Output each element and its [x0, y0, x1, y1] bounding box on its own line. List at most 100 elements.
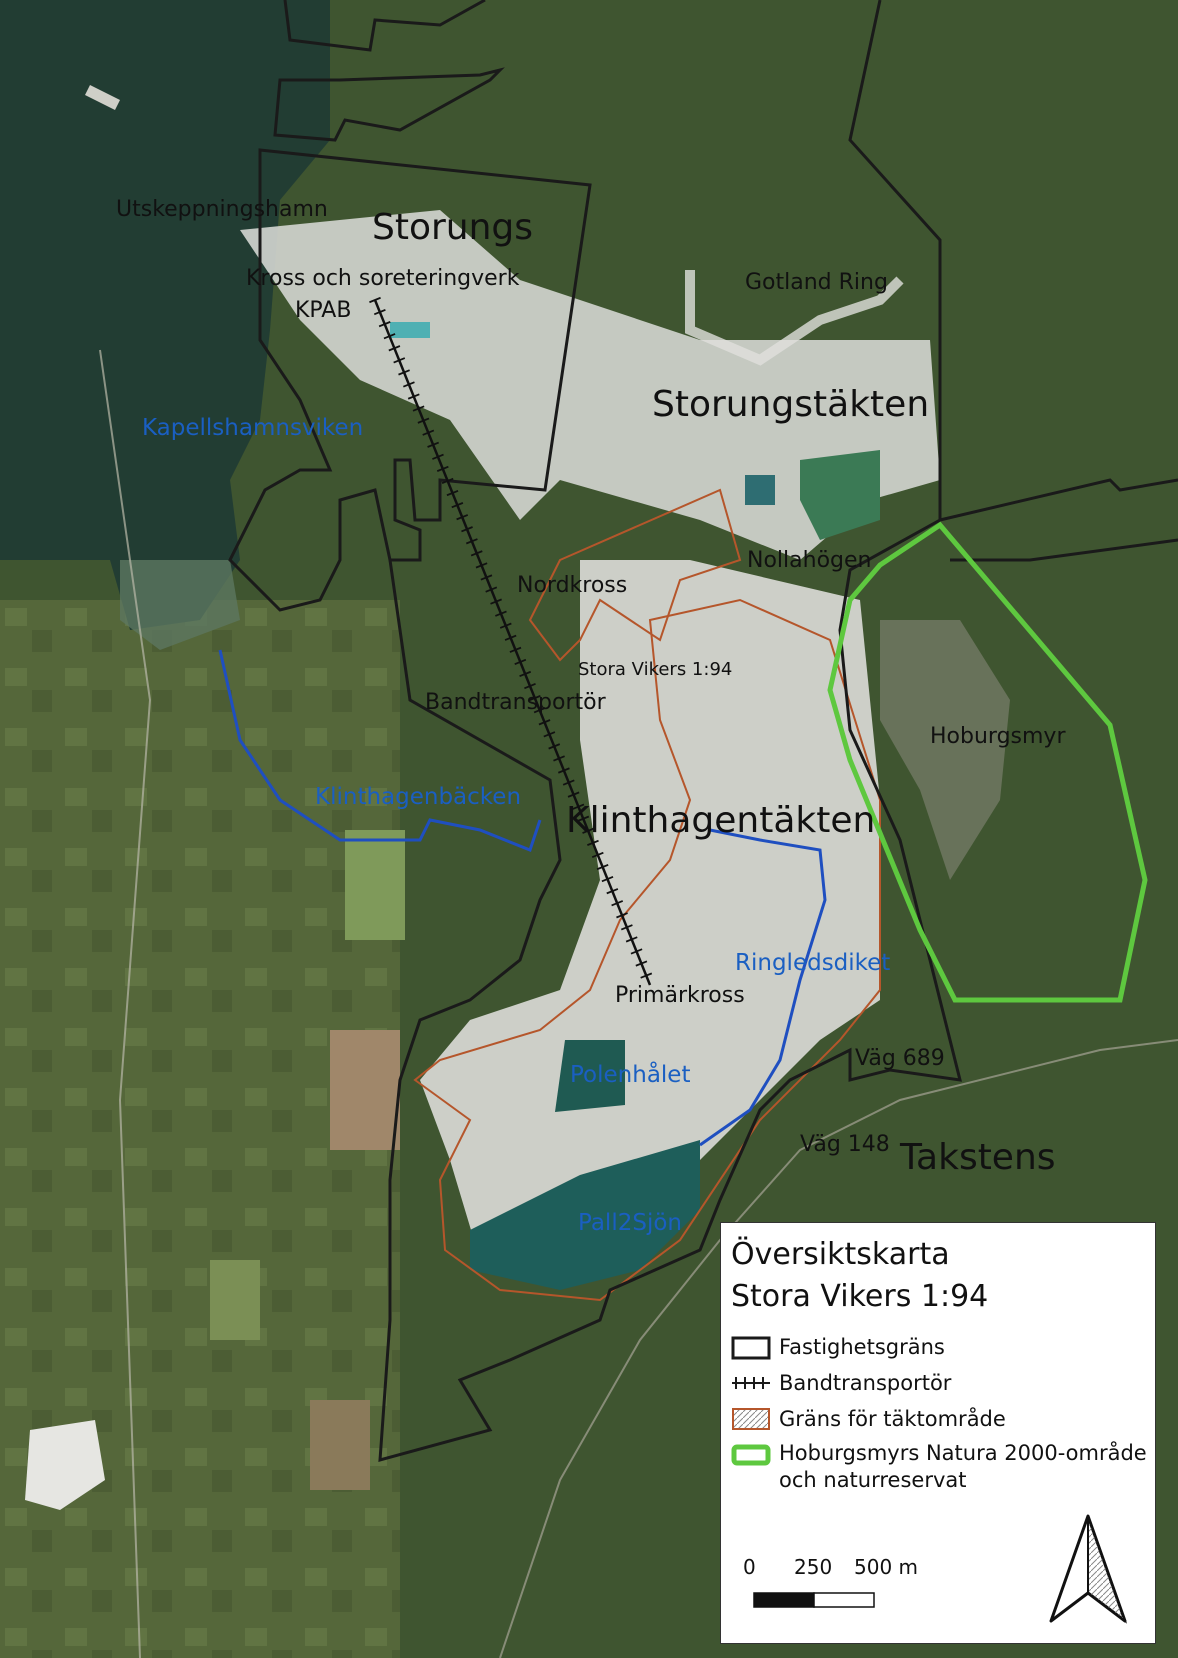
conveyor-tick	[616, 912, 628, 919]
scalebar-tick-250: 250	[794, 1555, 833, 1579]
legend-symbol-property	[731, 1336, 771, 1360]
conveyor-tick	[388, 345, 401, 352]
conveyor-tick	[611, 900, 624, 907]
conveyor-tick	[582, 827, 595, 834]
label-kross: Kross och soreteringverk	[246, 266, 520, 291]
legend-item-natura-line2: och naturreservat	[779, 1468, 967, 1492]
farm-plot	[210, 1260, 260, 1340]
property-boundary-main	[378, 0, 962, 1463]
conveyor-tick	[436, 465, 449, 472]
conveyor-tick	[369, 296, 381, 304]
conveyor-tick	[630, 948, 643, 955]
conveyor-tick	[553, 755, 565, 762]
conveyor-tick	[470, 550, 483, 557]
label-takstens: Takstens	[900, 1137, 1056, 1178]
north-arrow-icon	[1049, 1514, 1128, 1624]
conveyor-tick	[378, 321, 391, 328]
legend-title: Översiktskarta	[731, 1237, 950, 1272]
conveyor-tick	[519, 670, 532, 678]
map-legend: Översiktskarta Stora Vikers 1:94 Fastigh…	[720, 1222, 1156, 1644]
quarry-storung-area	[240, 210, 940, 560]
hoburgsmyr-bog	[880, 620, 1010, 880]
conveyor-tick	[383, 333, 396, 340]
conveyor-tick	[441, 477, 454, 485]
legend-symbol-quarry	[732, 1408, 770, 1430]
conveyor-tick	[422, 429, 435, 436]
label-vag148: Väg 148	[800, 1132, 890, 1157]
conveyor-tick	[562, 779, 575, 786]
conveyor-tick	[407, 393, 420, 400]
quarry-klinthagen-area	[420, 560, 880, 1270]
conveyor-tick	[620, 924, 633, 931]
stream-ringledsdiket	[699, 828, 827, 1147]
legend-item-quarry: Gräns för täktområde	[779, 1407, 1006, 1431]
gotland-ring-track	[685, 270, 904, 366]
label-utskeppningshamn: Utskeppningshamn	[116, 197, 328, 222]
legend-item-natura: Hoburgsmyrs Natura 2000-område	[779, 1441, 1147, 1465]
conveyor-tick	[640, 972, 653, 979]
stream-klinthagenbacken	[218, 649, 542, 852]
conveyor-tick	[456, 514, 469, 521]
quarry-boundary-south	[413, 598, 881, 1302]
farm-plot	[345, 830, 405, 940]
conveyor-tick	[504, 634, 517, 641]
conveyor-tick	[591, 851, 604, 859]
label-bandtransportor: Bandtransportör	[425, 690, 606, 715]
harbour-pier	[85, 85, 120, 110]
conveyor-tick	[557, 767, 570, 774]
legend-item-property: Fastighetsgräns	[779, 1335, 945, 1359]
conveyor-tick	[499, 622, 512, 629]
conveyor-tick	[373, 308, 386, 316]
label-klinthagenbacken: Klinthagenbäcken	[315, 784, 522, 810]
label-stora-vikers: Stora Vikers 1:94	[578, 659, 733, 680]
conveyor-tick	[475, 562, 488, 569]
natura-2000-boundary	[827, 521, 1148, 1003]
conveyor-tick	[577, 815, 590, 822]
label-nordkross: Nordkross	[517, 573, 628, 598]
conveyor-tick	[514, 658, 527, 665]
pond-kpab	[390, 322, 430, 338]
conveyor-tick	[601, 876, 614, 883]
conveyor-tick	[606, 888, 619, 895]
conveyor-tick	[490, 598, 502, 605]
label-gotland-ring: Gotland Ring	[745, 270, 888, 295]
label-ringledsdiket: Ringledsdiket	[735, 950, 891, 976]
conveyor-tick	[465, 538, 478, 545]
conveyor-tick	[485, 586, 498, 593]
conveyor-line	[369, 296, 653, 986]
road-west	[99, 349, 152, 1658]
conveyor-tick	[524, 682, 536, 690]
lake-pall2sjon	[470, 1140, 700, 1290]
farm-plot	[310, 1400, 370, 1490]
scalebar-tick-0: 0	[743, 1555, 756, 1579]
scalebar-tick-500: 500 m	[854, 1555, 919, 1579]
label-klinthagentakten: Klinthagentäkten	[566, 800, 876, 841]
conveyor-tick	[587, 839, 599, 846]
road-vag-148	[499, 1039, 1178, 1658]
conveyor-tick	[495, 610, 507, 617]
conveyor-tick	[572, 803, 585, 810]
conveyor-tick	[543, 731, 556, 738]
conveyor-tick	[533, 707, 546, 714]
legend-symbol-natura	[731, 1444, 771, 1466]
lake-polenhalet	[555, 1040, 625, 1112]
label-storungstakten: Storungstäkten	[652, 384, 930, 425]
property-boundary-storungs	[228, 148, 592, 612]
conveyor-tick	[402, 381, 415, 388]
label-pall2sjon: Pall2Sjön	[578, 1210, 682, 1236]
property-boundary-north	[283, 0, 486, 52]
conveyor-tick	[567, 791, 580, 798]
conveyor-tick	[432, 453, 444, 460]
conveyor-tick	[398, 369, 410, 376]
conveyor-tick	[446, 489, 459, 497]
legend-item-conveyor: Bandtransportör	[779, 1371, 952, 1395]
conveyor-tick	[451, 502, 464, 509]
conveyor-tick	[548, 743, 561, 750]
conveyor-tick	[538, 719, 551, 726]
property-boundary-north2	[273, 67, 505, 142]
label-hoburgsmyr: Hoburgsmyr	[930, 724, 1066, 749]
conveyor-tick	[427, 441, 440, 448]
label-vag689: Väg 689	[855, 1046, 945, 1071]
conveyor-tick	[480, 574, 493, 581]
